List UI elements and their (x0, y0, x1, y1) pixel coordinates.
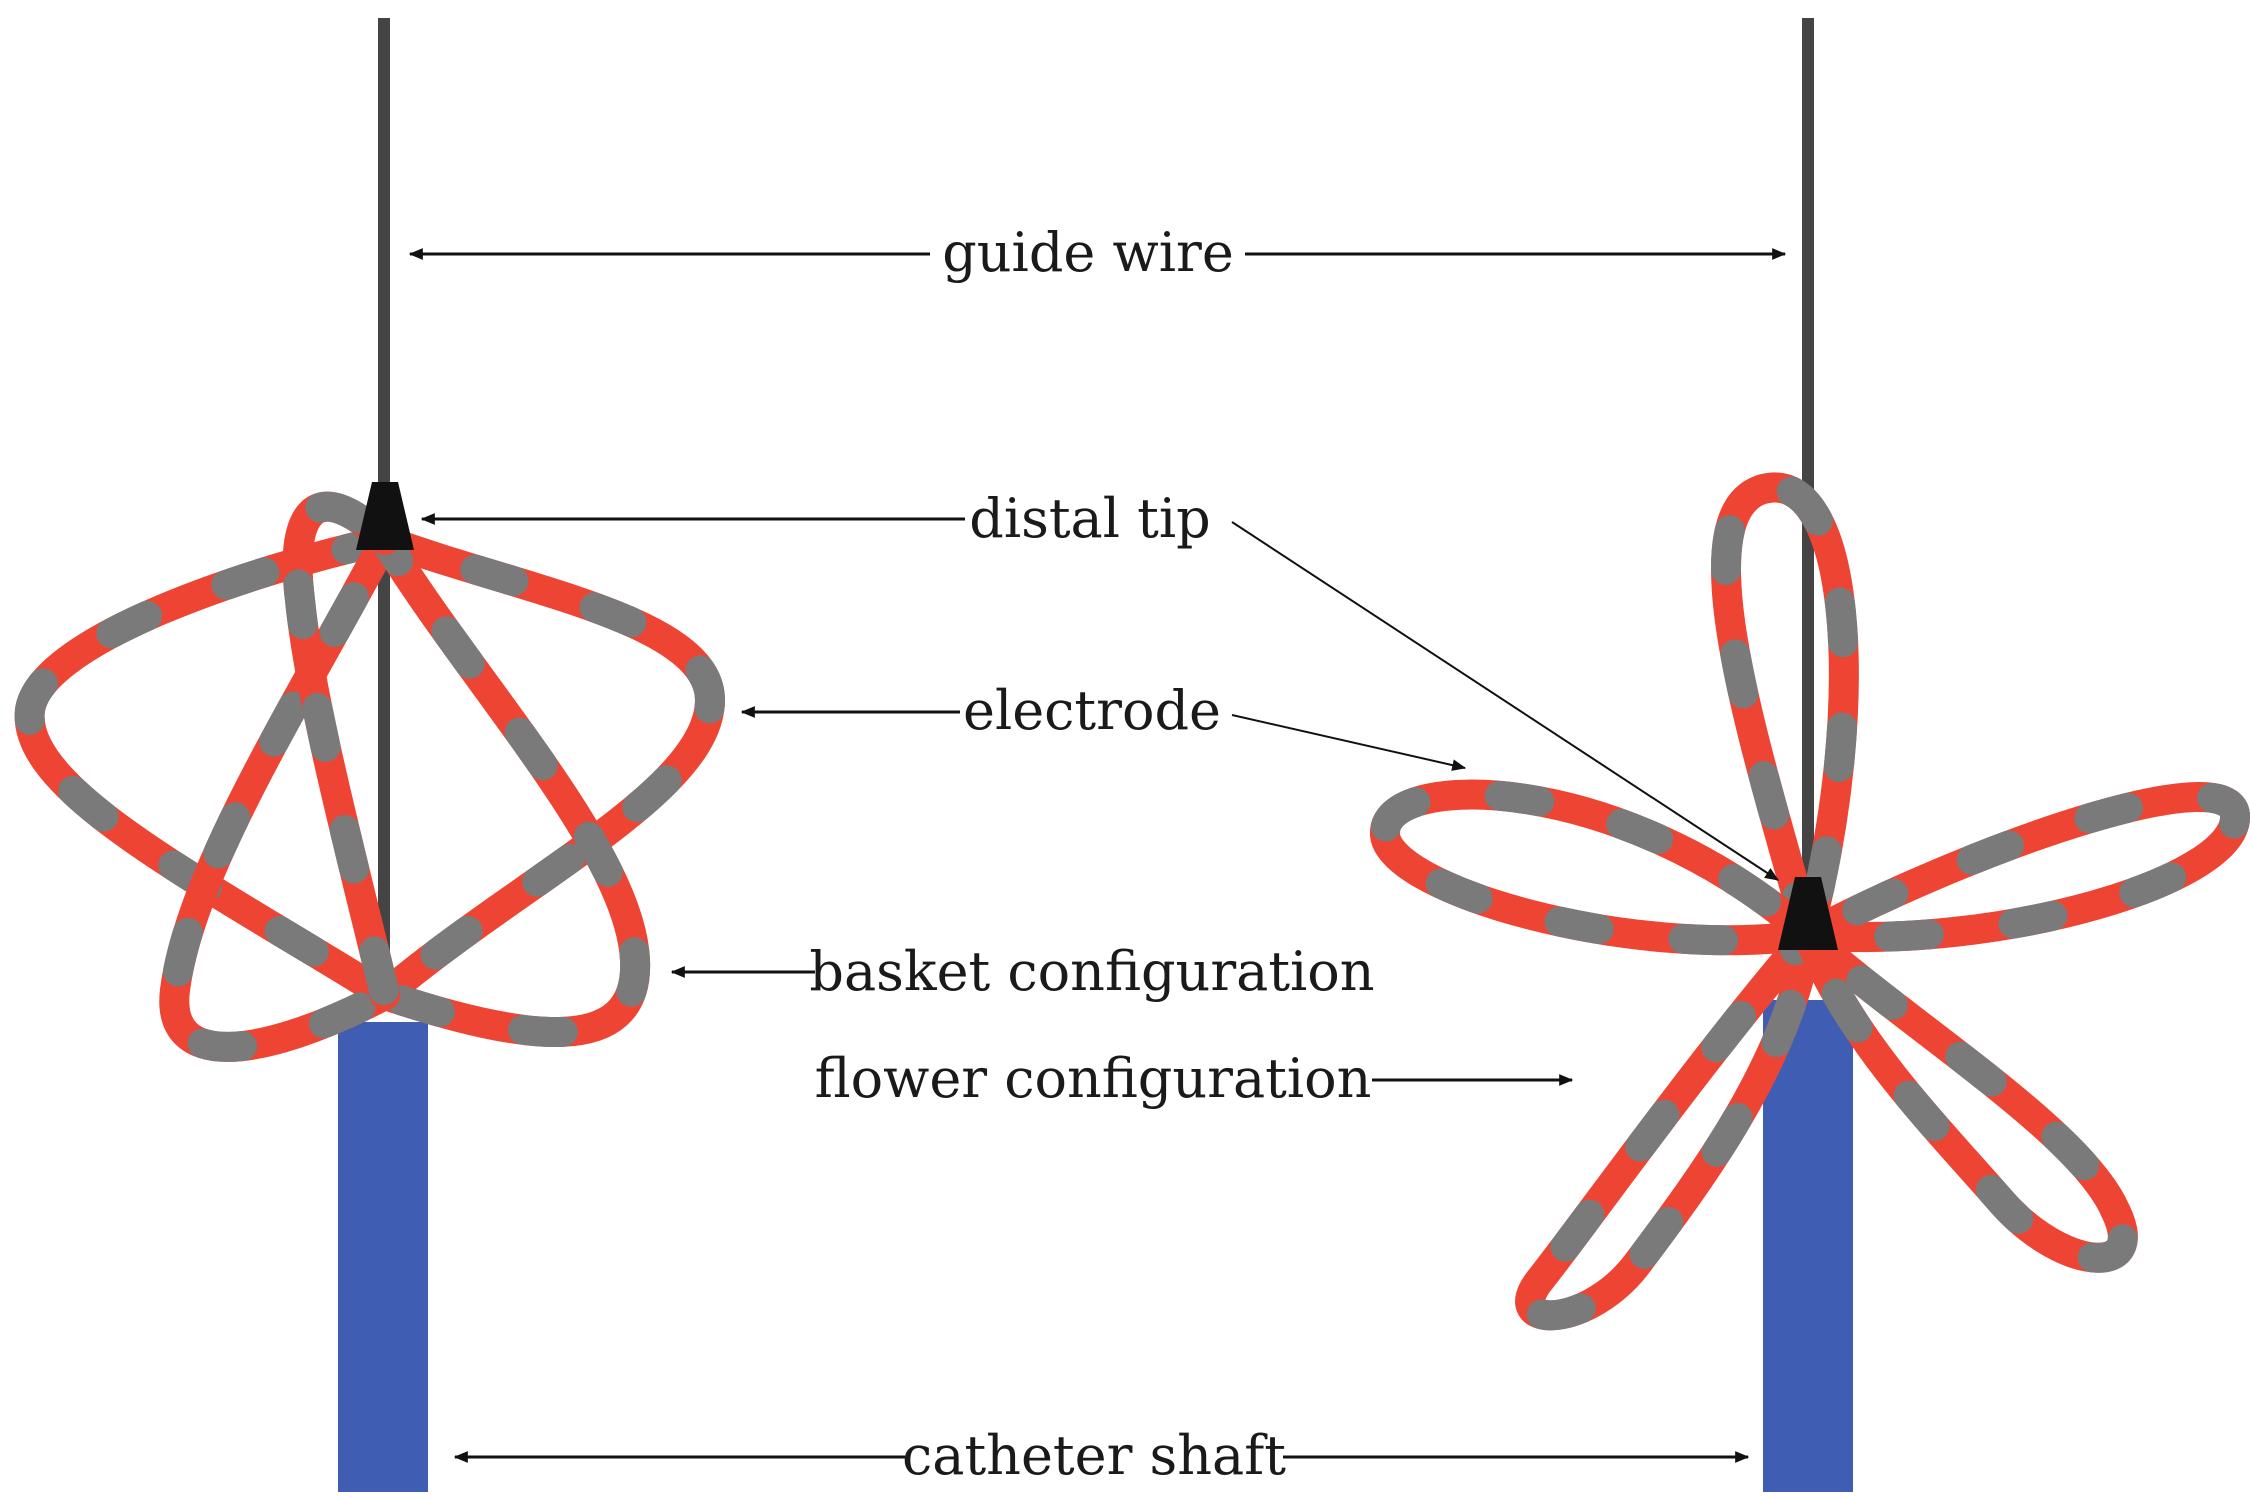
distal-tip-right (1778, 877, 1838, 950)
flower-configuration-label: flower configuration (815, 1047, 1372, 1110)
label-guide-wire: guide wire (408, 221, 1787, 284)
label-basket-configuration: basket configuration (670, 940, 1375, 1003)
label-flower-configuration: flower configuration (815, 1047, 1574, 1110)
distal-tip-left (356, 482, 414, 550)
flower-device (1370, 18, 2250, 1492)
basket-configuration-label: basket configuration (809, 940, 1374, 1003)
electrode-label: electrode (963, 679, 1221, 742)
guide-wire-label: guide wire (942, 221, 1234, 284)
distal-tip-label: distal tip (969, 487, 1210, 550)
label-catheter-shaft: catheter shaft (453, 1424, 1750, 1487)
catheter-shaft-left (338, 1022, 428, 1492)
label-distal-tip: distal tip (420, 487, 1779, 881)
basket-device (14, 18, 725, 1492)
catheter-shaft-right (1763, 1000, 1853, 1492)
catheter-shaft-label: catheter shaft (902, 1424, 1286, 1487)
label-electrode: electrode (740, 679, 1467, 771)
basket-splines (14, 491, 725, 1062)
guide-wire-right (1802, 18, 1814, 913)
flower-petals (1370, 472, 2250, 1331)
